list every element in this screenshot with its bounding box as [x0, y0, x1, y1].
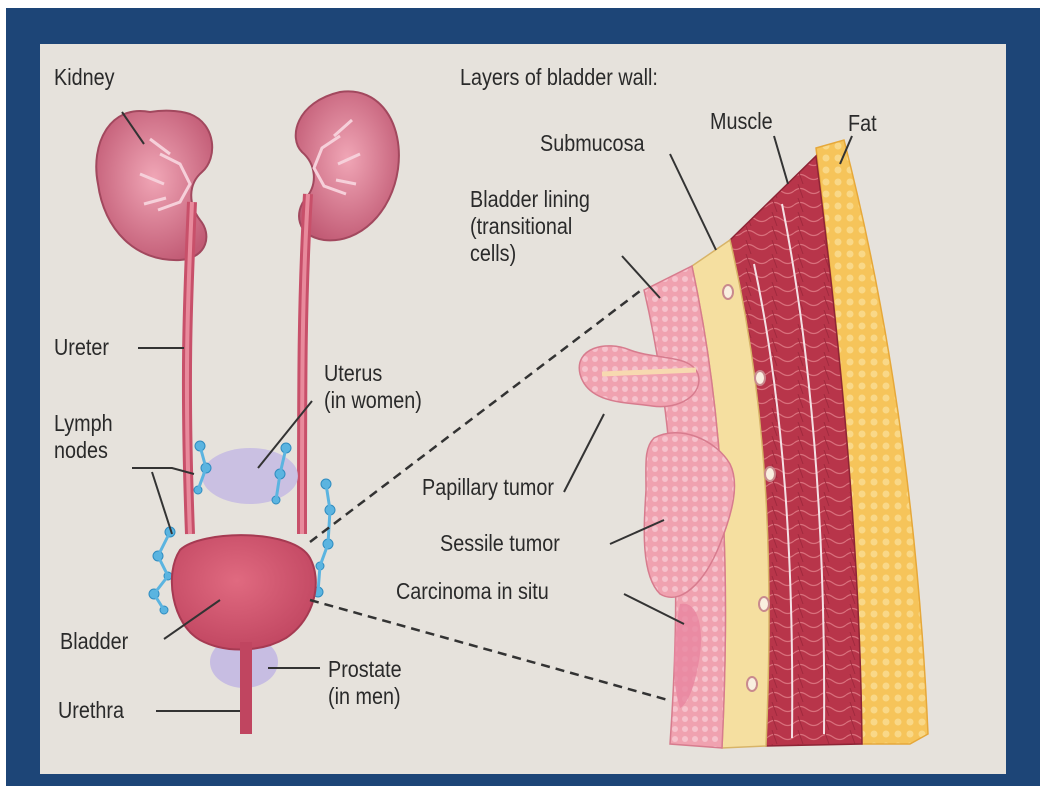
submucosa-label: Submucosa	[540, 130, 644, 157]
carcinoma-in-situ-label: Carcinoma in situ	[396, 578, 549, 605]
bladder-label: Bladder	[60, 628, 128, 655]
layers-title: Layers of bladder wall:	[460, 64, 658, 91]
zoom-line-top	[310, 288, 644, 542]
papillary-tumor-label: Papillary tumor	[422, 474, 554, 501]
urethra-label: Urethra	[58, 697, 124, 724]
bladder-lining-label: Bladder lining (transitional cells)	[470, 186, 590, 267]
diagram-canvas: Kidney Ureter Lymph nodes Bladder Urethr…	[40, 44, 1006, 774]
fat-label: Fat	[848, 110, 877, 137]
image-frame: Kidney Ureter Lymph nodes Bladder Urethr…	[6, 8, 1040, 786]
bladder	[172, 535, 316, 649]
kidney-label: Kidney	[54, 64, 114, 91]
anatomy-illustration	[40, 44, 1006, 774]
ureter-label: Ureter	[54, 334, 109, 361]
lymph-nodes-label: Lymph nodes	[54, 410, 113, 464]
uterus-label: Uterus (in women)	[324, 360, 422, 414]
muscle-label: Muscle	[710, 108, 773, 135]
prostate-label: Prostate (in men)	[328, 656, 402, 710]
sessile-tumor-label: Sessile tumor	[440, 530, 560, 557]
